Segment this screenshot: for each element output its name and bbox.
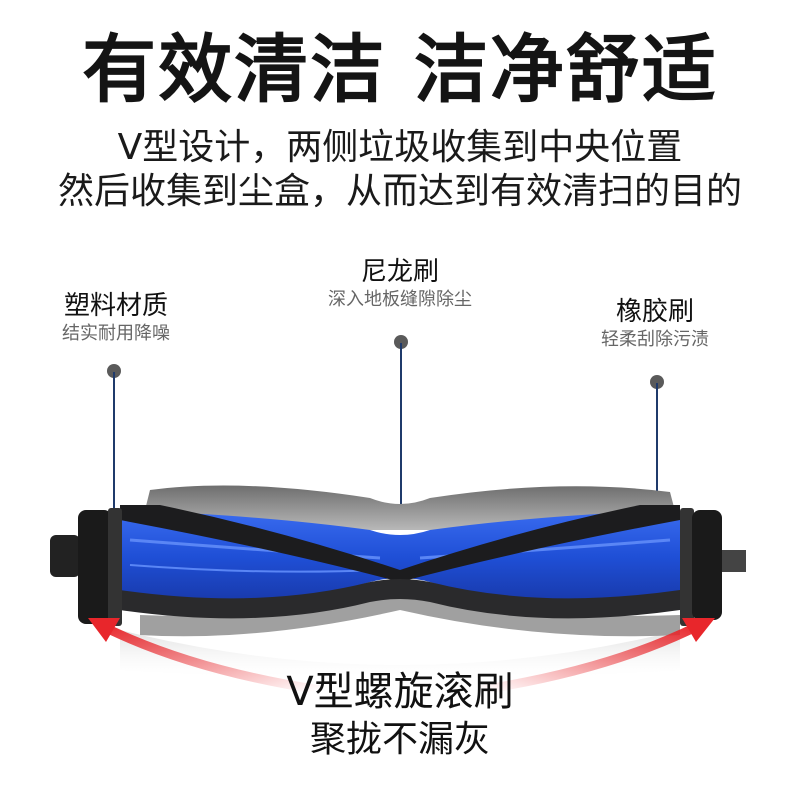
callout-title: 塑料材质 bbox=[63, 291, 168, 321]
callout-plastic: 塑料材质 结实耐用降噪 bbox=[46, 290, 186, 346]
callout-desc: 深入地板缝隙除尘 bbox=[328, 289, 472, 310]
rotation-arrows bbox=[70, 600, 730, 710]
callout-nylon: 尼龙刷 深入地板缝隙除尘 bbox=[310, 256, 490, 312]
callout-desc: 轻柔刮除污渍 bbox=[601, 329, 709, 350]
product-name: V型螺旋滚刷 bbox=[286, 669, 514, 715]
callout-title: 橡胶刷 bbox=[615, 297, 694, 327]
callout-title: 尼龙刷 bbox=[360, 257, 439, 287]
product-tagline: 聚拢不漏灰 bbox=[309, 719, 490, 760]
subheadline-line-1: V型设计，两侧垃圾收集到中央位置 bbox=[117, 127, 683, 168]
arrow-right-icon bbox=[682, 618, 715, 642]
pointer-line bbox=[113, 372, 115, 528]
subheadline-line-2: 然后收集到尘盒，从而达到有效清扫的目的 bbox=[57, 171, 742, 212]
callout-rubber: 橡胶刷 轻柔刮除污渍 bbox=[580, 296, 730, 352]
roller-brush-image bbox=[40, 470, 760, 680]
pointer-line bbox=[400, 343, 402, 525]
pointer-dot-icon bbox=[394, 335, 408, 349]
callout-desc: 结实耐用降噪 bbox=[62, 323, 170, 344]
headline: 有效清洁 洁净舒适 bbox=[82, 27, 718, 113]
pointer-dot-icon bbox=[650, 375, 664, 389]
arrow-left-icon bbox=[88, 618, 120, 642]
pointer-dot-icon bbox=[107, 364, 121, 378]
